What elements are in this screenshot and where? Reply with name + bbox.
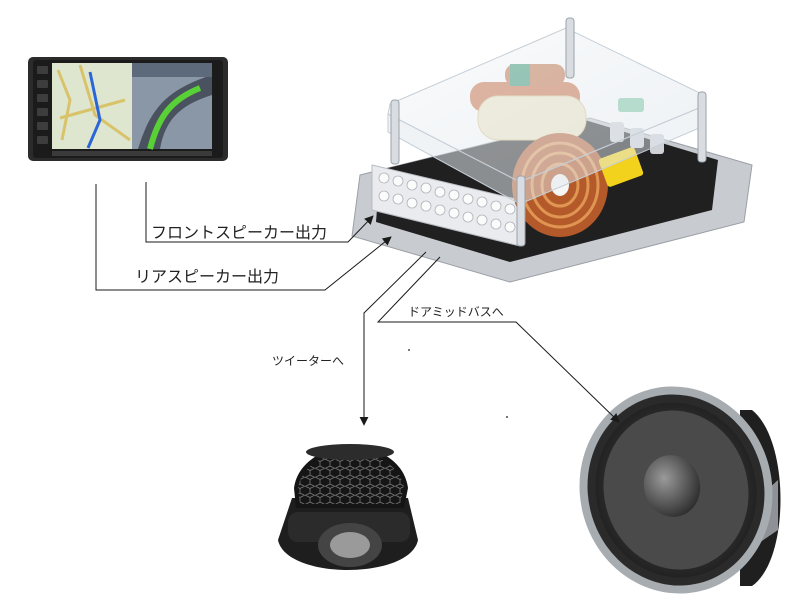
navigation-head-unit	[28, 57, 228, 161]
rear-speaker-output-label: リアスピーカー出力	[135, 267, 280, 286]
rear-output-line	[95, 184, 392, 291]
door-midbass-speaker	[579, 386, 781, 594]
stray-marks	[408, 349, 508, 418]
to-tweeter-label: ツイーターへ	[272, 354, 345, 368]
crossover-network	[351, 17, 753, 283]
terminal-screws	[378, 172, 516, 233]
head-unit-map-screen	[52, 63, 212, 150]
front-speaker-output-label: フロントスピーカー出力	[151, 223, 328, 242]
tweeter	[278, 444, 418, 570]
standoff-posts	[390, 17, 707, 247]
to-door-midbass-label: ドアミッドバスへ	[408, 305, 504, 319]
midbass-feed-line	[376, 256, 620, 423]
front-output-line	[145, 182, 374, 243]
head-unit-left-buttons	[37, 66, 48, 144]
tweeter-feed-line	[359, 251, 427, 426]
wiring-lines	[95, 182, 620, 426]
